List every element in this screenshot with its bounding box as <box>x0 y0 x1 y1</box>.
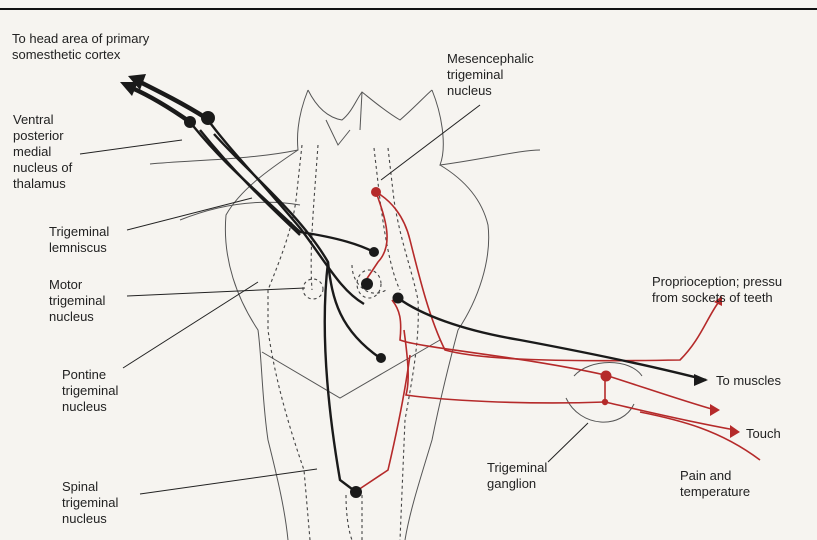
label-spinal: Spinal trigeminal nucleus <box>62 479 118 527</box>
sensory-pathway <box>358 192 760 490</box>
label-line: posterior <box>13 128 72 144</box>
label-line: Trigeminal <box>487 460 547 476</box>
label-line: thalamus <box>13 176 72 192</box>
label-line: Proprioception; pressu <box>652 274 782 290</box>
label-ganglion: Trigeminal ganglion <box>487 460 547 492</box>
label-line: nucleus <box>447 83 534 99</box>
label-line: nucleus <box>62 399 118 415</box>
label-line: ganglion <box>487 476 547 492</box>
label-line: medial <box>13 144 72 160</box>
label-line: Spinal <box>62 479 118 495</box>
label-line: trigeminal <box>62 383 118 399</box>
label-line: trigeminal <box>62 495 118 511</box>
upper-arrows <box>132 82 206 122</box>
label-touch: Touch <box>746 426 781 442</box>
label-line: Motor <box>49 277 105 293</box>
label-line: somesthetic cortex <box>12 47 149 63</box>
label-line: Pontine <box>62 367 118 383</box>
label-line: trigeminal <box>447 67 534 83</box>
ascending-lemniscus <box>190 120 380 492</box>
label-to-muscles: To muscles <box>716 373 781 389</box>
label-head-area: To head area of primary somesthetic cort… <box>12 31 149 63</box>
to-muscles-arrowhead <box>694 374 708 386</box>
label-line: from sockets of teeth <box>652 290 782 306</box>
label-line: To head area of primary <box>12 31 149 47</box>
brainstem-outline <box>150 90 540 540</box>
label-line: Pain and <box>680 468 750 484</box>
label-line: nucleus of <box>13 160 72 176</box>
label-lemniscus: Trigeminal lemniscus <box>49 224 109 256</box>
label-line: To muscles <box>716 373 781 389</box>
label-mesencephalic: Mesencephalic trigeminal nucleus <box>447 51 534 99</box>
label-pontine: Pontine trigeminal nucleus <box>62 367 118 415</box>
label-line: Touch <box>746 426 781 442</box>
label-motor: Motor trigeminal nucleus <box>49 277 105 325</box>
label-line: temperature <box>680 484 750 500</box>
sensory-arrowheads <box>710 296 740 438</box>
label-line: lemniscus <box>49 240 109 256</box>
label-line: nucleus <box>62 511 118 527</box>
label-line: Trigeminal <box>49 224 109 240</box>
label-pain: Pain and temperature <box>680 468 750 500</box>
label-line: trigeminal <box>49 293 105 309</box>
to-muscles-pathway <box>398 298 706 380</box>
label-line: Ventral <box>13 112 72 128</box>
label-thalamus: Ventral posterior medial nucleus of thal… <box>13 112 72 192</box>
nucleus-outlines <box>268 145 418 540</box>
label-line: Mesencephalic <box>447 51 534 67</box>
label-proprioception: Proprioception; pressu from sockets of t… <box>652 274 782 306</box>
label-line: nucleus <box>49 309 105 325</box>
